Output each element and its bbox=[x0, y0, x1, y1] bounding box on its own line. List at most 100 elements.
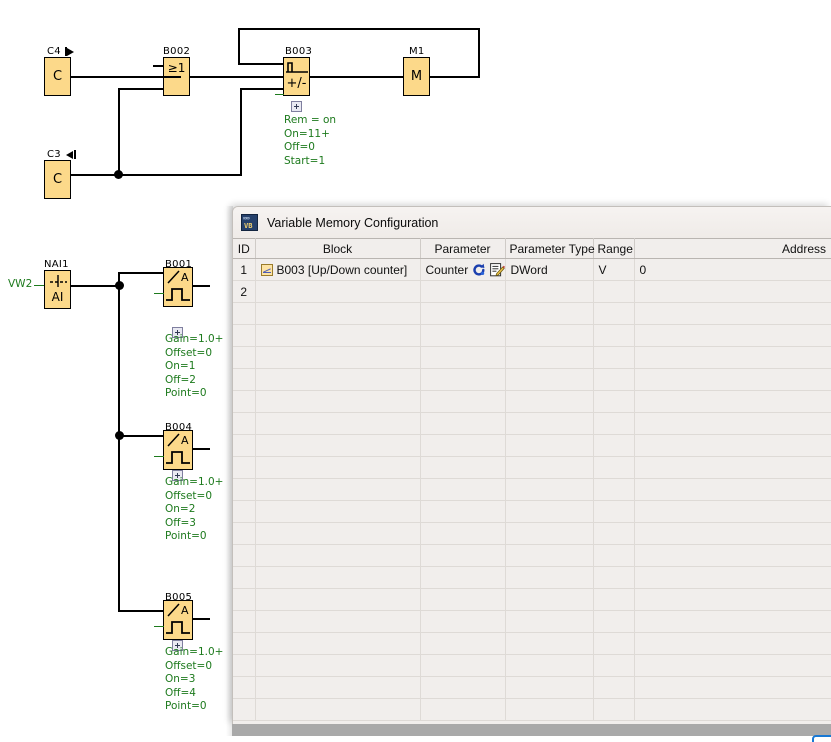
cell-range[interactable] bbox=[593, 699, 634, 721]
table-row-empty[interactable] bbox=[233, 303, 831, 325]
cell-id[interactable] bbox=[233, 545, 255, 567]
cell-parameter-type[interactable] bbox=[505, 501, 593, 523]
cell-parameter-type[interactable] bbox=[505, 369, 593, 391]
cell-address[interactable] bbox=[634, 347, 831, 369]
cell-parameter-type[interactable] bbox=[505, 435, 593, 457]
cell-id[interactable] bbox=[233, 567, 255, 589]
cell-block[interactable] bbox=[255, 655, 420, 677]
cell-parameter[interactable] bbox=[420, 677, 505, 699]
cell-block[interactable] bbox=[255, 413, 420, 435]
table-body[interactable]: 1 B003 [Up/Down counter] Counter bbox=[233, 259, 831, 721]
cell-id[interactable] bbox=[233, 391, 255, 413]
table-row-empty[interactable] bbox=[233, 501, 831, 523]
block-b001[interactable]: A bbox=[163, 267, 193, 307]
cell-parameter-type[interactable] bbox=[505, 457, 593, 479]
cell-id[interactable] bbox=[233, 523, 255, 545]
block-c4[interactable]: C bbox=[44, 57, 71, 96]
table-row-empty[interactable] bbox=[233, 699, 831, 721]
cell-address[interactable] bbox=[634, 677, 831, 699]
cell-parameter-type[interactable] bbox=[505, 391, 593, 413]
block-c3[interactable]: C bbox=[44, 160, 71, 199]
cell-parameter-type[interactable] bbox=[505, 699, 593, 721]
cell-parameter[interactable] bbox=[420, 611, 505, 633]
cell-range[interactable] bbox=[593, 501, 634, 523]
cell-parameter-type[interactable] bbox=[505, 479, 593, 501]
cell-parameter-type[interactable] bbox=[505, 325, 593, 347]
table-row[interactable]: 1 B003 [Up/Down counter] Counter bbox=[233, 259, 831, 281]
cell-address[interactable] bbox=[634, 567, 831, 589]
cell-range[interactable] bbox=[593, 303, 634, 325]
cell-address[interactable] bbox=[634, 523, 831, 545]
cell-address[interactable] bbox=[634, 325, 831, 347]
cell-parameter-type[interactable] bbox=[505, 655, 593, 677]
expand-toggle-b003[interactable] bbox=[291, 101, 302, 112]
cell-id[interactable] bbox=[233, 633, 255, 655]
cell-id[interactable] bbox=[233, 677, 255, 699]
cell-range[interactable] bbox=[593, 435, 634, 457]
cell-range[interactable] bbox=[593, 347, 634, 369]
cell-range[interactable] bbox=[593, 611, 634, 633]
cell-block[interactable] bbox=[255, 523, 420, 545]
cell-block[interactable] bbox=[255, 347, 420, 369]
cell-id[interactable] bbox=[233, 589, 255, 611]
cell-block[interactable] bbox=[255, 325, 420, 347]
cell-id[interactable] bbox=[233, 699, 255, 721]
cell-address[interactable] bbox=[634, 479, 831, 501]
table-row-empty[interactable] bbox=[233, 611, 831, 633]
table-row-empty[interactable] bbox=[233, 677, 831, 699]
cell-parameter-type[interactable] bbox=[505, 303, 593, 325]
cell-address[interactable] bbox=[634, 435, 831, 457]
cell-block[interactable] bbox=[255, 501, 420, 523]
cell-id[interactable] bbox=[233, 413, 255, 435]
cell-block[interactable] bbox=[255, 633, 420, 655]
cell-parameter-type[interactable] bbox=[505, 677, 593, 699]
cell-parameter-type[interactable] bbox=[505, 413, 593, 435]
column-header-parameter-type[interactable]: Parameter Type bbox=[505, 239, 593, 259]
cell-block[interactable] bbox=[255, 479, 420, 501]
cell-address[interactable] bbox=[634, 545, 831, 567]
cell-range[interactable] bbox=[593, 633, 634, 655]
cell-address[interactable] bbox=[634, 655, 831, 677]
table-row-empty[interactable] bbox=[233, 655, 831, 677]
cell-parameter[interactable] bbox=[420, 655, 505, 677]
cell-parameter-type[interactable] bbox=[505, 523, 593, 545]
cell-id[interactable] bbox=[233, 303, 255, 325]
block-nai1[interactable]: AI bbox=[44, 270, 71, 309]
cell-parameter[interactable] bbox=[420, 567, 505, 589]
cell-block[interactable] bbox=[255, 369, 420, 391]
cell-id[interactable] bbox=[233, 369, 255, 391]
cell-block[interactable] bbox=[255, 677, 420, 699]
cell-id[interactable] bbox=[233, 435, 255, 457]
cell-address[interactable] bbox=[634, 611, 831, 633]
variable-memory-table[interactable]: ID Block Parameter Parameter Type Range … bbox=[233, 238, 831, 721]
cell-id[interactable] bbox=[233, 347, 255, 369]
cell-id[interactable] bbox=[233, 325, 255, 347]
cell-block[interactable] bbox=[255, 435, 420, 457]
cell-parameter-type[interactable] bbox=[505, 347, 593, 369]
table-row-empty[interactable] bbox=[233, 435, 831, 457]
cell-parameter[interactable] bbox=[420, 545, 505, 567]
cell-range[interactable] bbox=[593, 677, 634, 699]
cell-parameter[interactable]: Counter bbox=[420, 259, 505, 281]
cell-address[interactable] bbox=[634, 589, 831, 611]
cell-block[interactable] bbox=[255, 391, 420, 413]
table-row-empty[interactable] bbox=[233, 369, 831, 391]
cell-parameter-type[interactable] bbox=[505, 589, 593, 611]
cell-parameter-type[interactable] bbox=[505, 567, 593, 589]
block-b003[interactable]: +/- bbox=[283, 57, 310, 96]
cell-id[interactable] bbox=[233, 457, 255, 479]
cell-parameter[interactable] bbox=[420, 589, 505, 611]
column-header-block[interactable]: Block bbox=[255, 239, 420, 259]
cell-address[interactable] bbox=[634, 633, 831, 655]
cell-range[interactable] bbox=[593, 545, 634, 567]
cell-range[interactable] bbox=[593, 281, 634, 303]
table-row-empty[interactable] bbox=[233, 347, 831, 369]
table-row-empty[interactable] bbox=[233, 479, 831, 501]
cell-block[interactable] bbox=[255, 611, 420, 633]
refresh-icon[interactable] bbox=[472, 263, 486, 277]
cell-id[interactable] bbox=[233, 501, 255, 523]
table-row-empty[interactable] bbox=[233, 567, 831, 589]
cell-range[interactable] bbox=[593, 589, 634, 611]
edit-icon[interactable] bbox=[490, 263, 505, 277]
cell-parameter-type[interactable] bbox=[505, 611, 593, 633]
